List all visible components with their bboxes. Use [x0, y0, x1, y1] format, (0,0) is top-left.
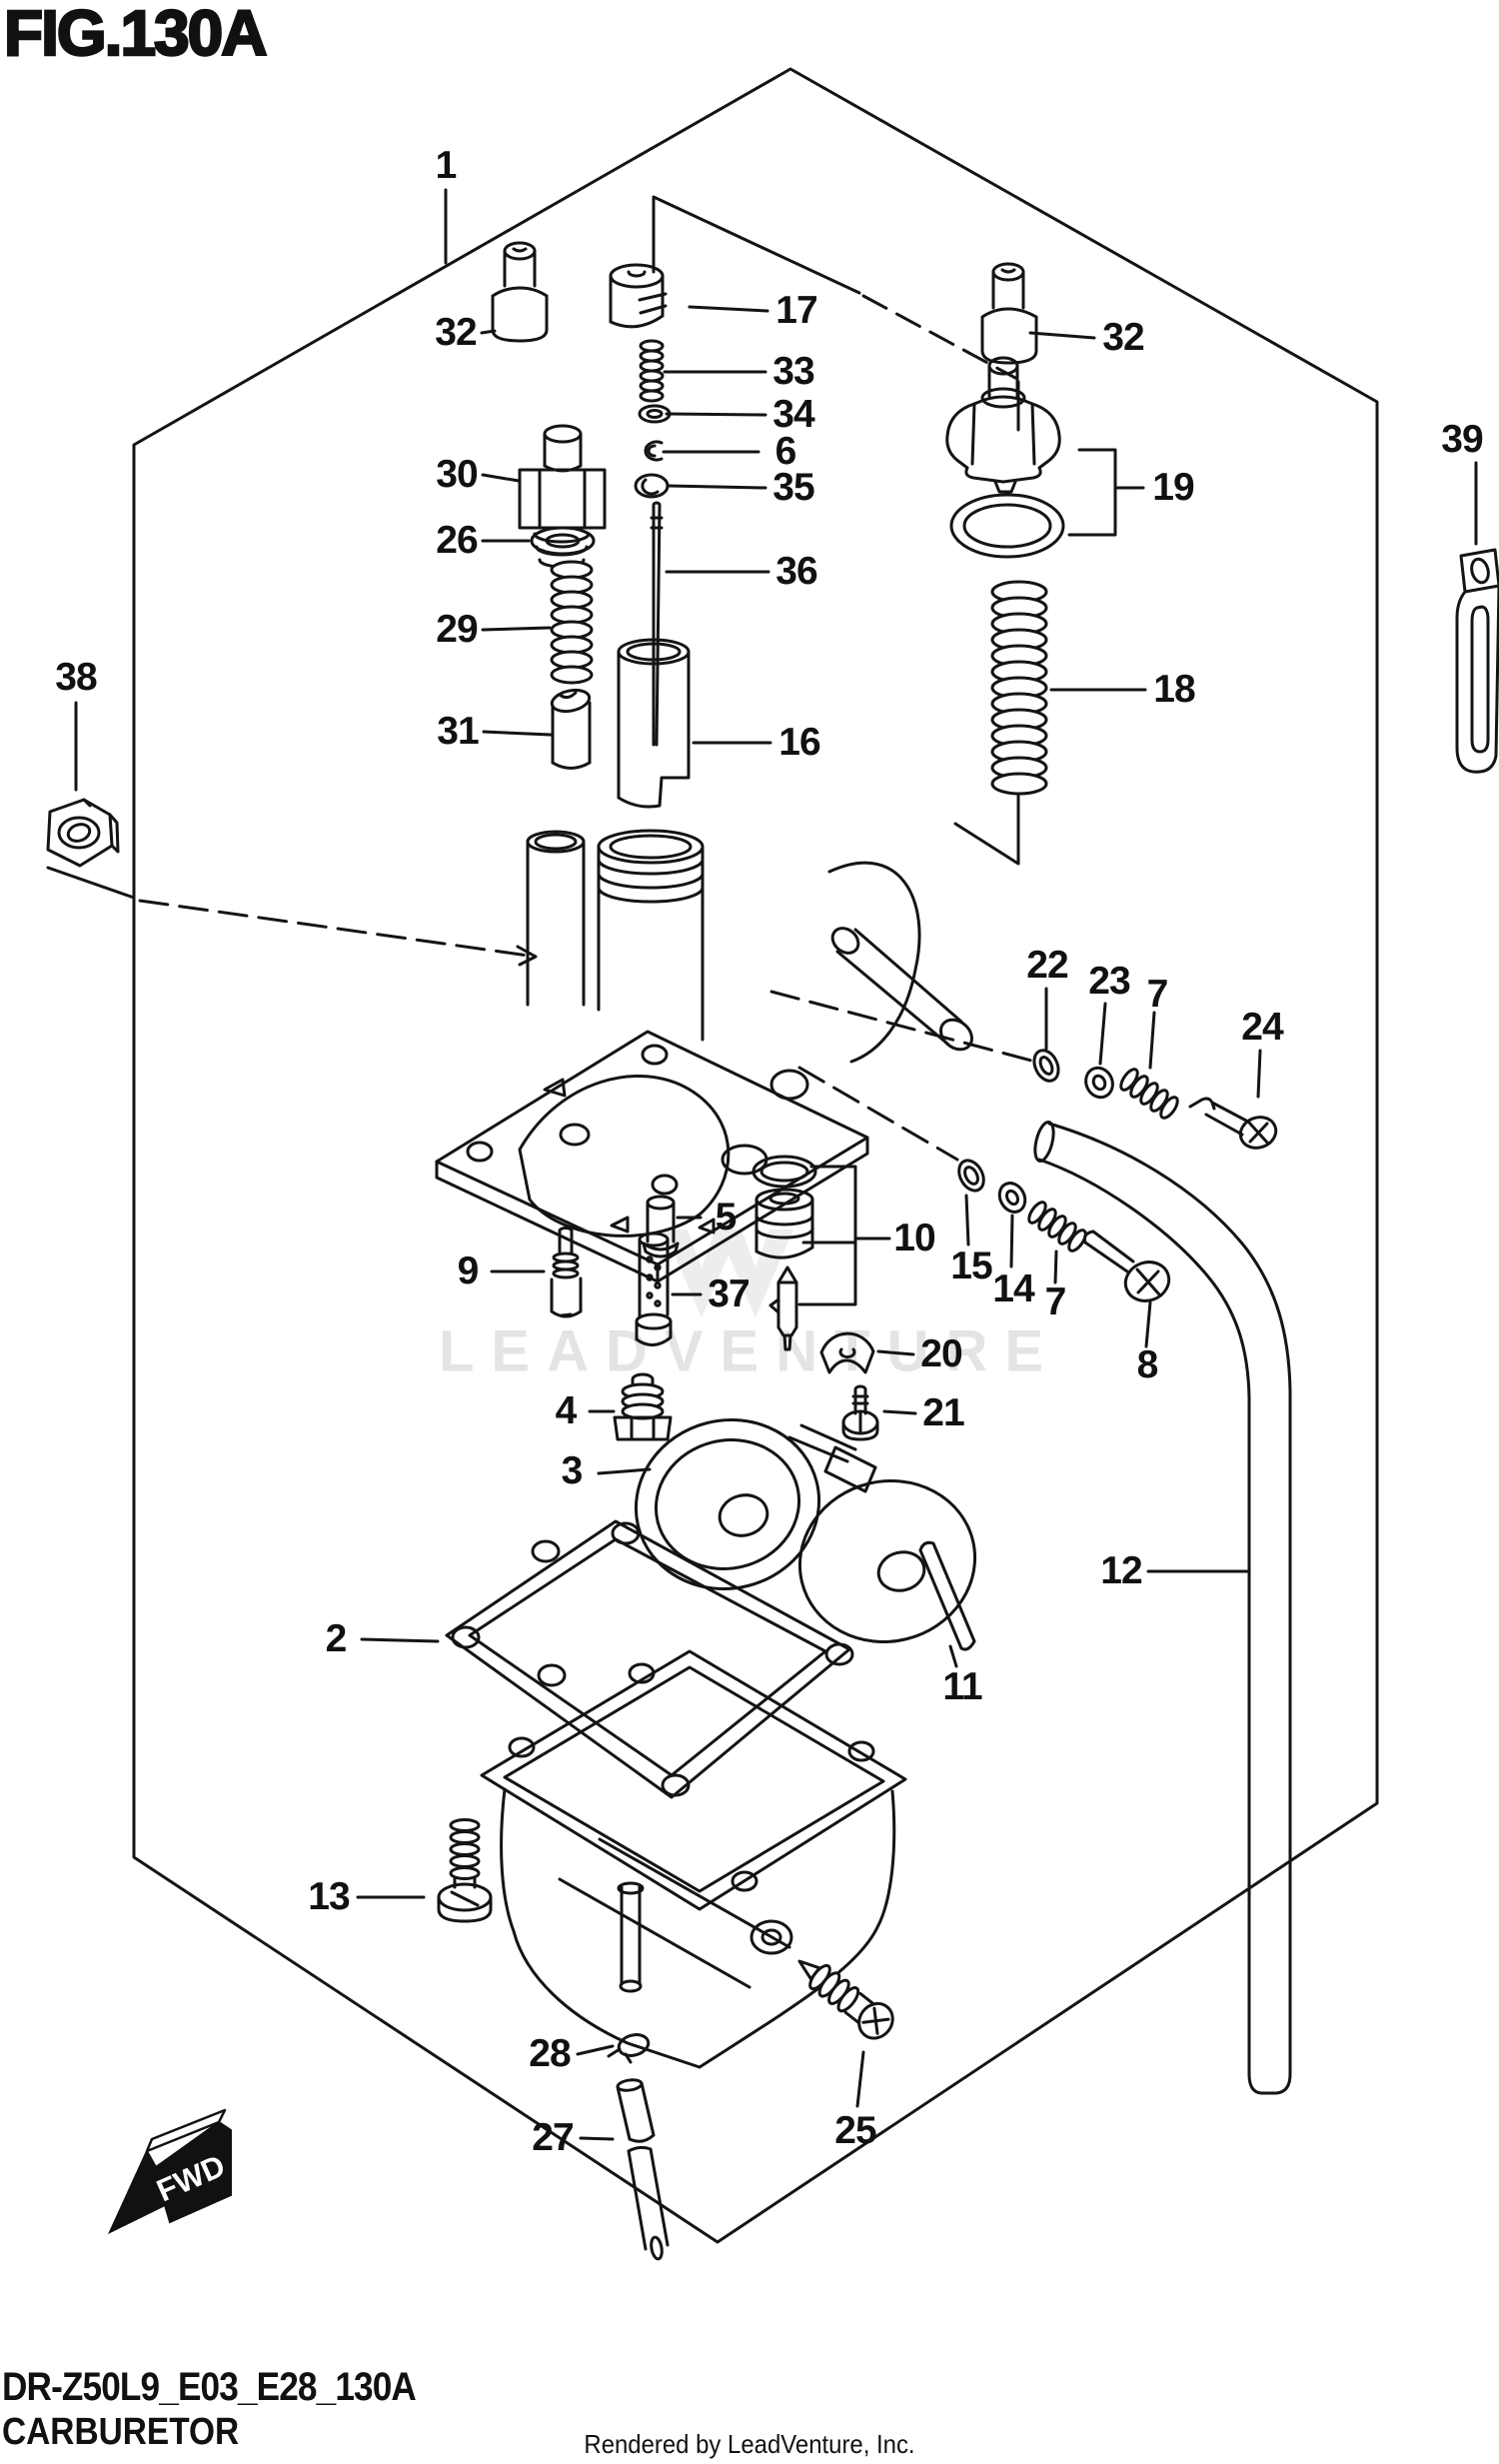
part-spring-29	[550, 560, 594, 685]
part-eclip-6	[644, 440, 664, 462]
part-label-37: 37	[708, 1272, 750, 1315]
part-washer-23	[1084, 1066, 1114, 1100]
assembly-leader-lines	[46, 866, 1037, 1162]
part-washer-14	[997, 1182, 1027, 1214]
part-float-bowl	[480, 1649, 907, 2069]
part-label-4: 4	[555, 1389, 578, 1432]
part-jet-needle-36	[650, 501, 664, 747]
part-drain-hose-27	[616, 2078, 670, 2261]
part-label-8: 8	[1136, 1343, 1159, 1386]
part-label-5: 5	[715, 1196, 738, 1238]
part-float-3	[634, 1418, 977, 1643]
part-spring-7a	[1119, 1068, 1179, 1120]
part-label-6: 6	[774, 430, 797, 473]
part-screw-13	[437, 1818, 493, 1923]
part-needle-valve-30	[518, 424, 607, 569]
part-float-clip-20	[819, 1331, 875, 1374]
part-label-1: 1	[435, 144, 458, 187]
part-label-18: 18	[1153, 668, 1195, 711]
part-cup-10	[754, 1188, 814, 1259]
part-label-38: 38	[55, 656, 97, 699]
part-label-20: 20	[920, 1332, 962, 1375]
part-screw-21	[841, 1384, 879, 1441]
part-nut-38	[46, 798, 120, 868]
part-jet-5	[642, 1195, 680, 1258]
part-washer-34	[638, 404, 672, 424]
part-holder-strap-39	[1455, 548, 1499, 774]
footer-part-name: CARBURETOR	[2, 2411, 240, 2453]
part-label-13: 13	[308, 1875, 350, 1918]
part-gasket-2	[445, 1519, 854, 1799]
part-cap-32-left	[491, 241, 549, 343]
part-plunger-31	[550, 688, 592, 770]
part-label-39: 39	[1441, 418, 1483, 461]
part-pilot-jet-9	[550, 1226, 583, 1318]
part-oring-15	[957, 1159, 985, 1193]
footer-credit: Rendered by LeadVenture, Inc.	[584, 2429, 915, 2459]
part-label-11: 11	[942, 1665, 982, 1708]
part-label-15: 15	[950, 1244, 992, 1287]
part-label-23: 23	[1088, 960, 1130, 1003]
part-air-screw-8	[1082, 1230, 1171, 1302]
part-label-22: 22	[1026, 944, 1068, 987]
part-label-3: 3	[561, 1449, 584, 1492]
part-needle-jet-37	[635, 1232, 673, 1346]
part-label-36: 36	[775, 550, 817, 593]
part-label-21: 21	[922, 1391, 964, 1434]
part-adjuster-knob-19	[945, 356, 1065, 559]
part-label-9: 9	[457, 1249, 480, 1292]
part-label-34: 34	[772, 393, 814, 436]
part-label-7: 7	[1146, 973, 1169, 1016]
footer-part-code: DR-Z50L9_E03_E28_130A	[2, 2365, 417, 2409]
part-label-12: 12	[1100, 1549, 1142, 1592]
part-label-19: 19	[1152, 466, 1194, 509]
part-label-31: 31	[437, 710, 479, 753]
part-label-16: 16	[778, 721, 820, 764]
part-label-32: 32	[1102, 316, 1144, 359]
part-throttle-stop-screw-24	[1188, 1097, 1278, 1150]
callout-leader-lines	[74, 188, 1478, 2141]
watermark-text: LEADVENTURE	[438, 1318, 1061, 1384]
part-label-29: 29	[436, 608, 478, 651]
watermark-logo-icon	[664, 1230, 793, 1317]
part-label-33: 33	[772, 350, 814, 393]
part-spring-18	[990, 580, 1048, 796]
part-label-27: 27	[532, 2116, 574, 2159]
part-float-needle-10	[768, 1265, 798, 1351]
part-label-35: 35	[772, 466, 814, 509]
part-oring-22	[1032, 1049, 1060, 1083]
part-throttle-slide-16	[617, 638, 691, 809]
part-cap-32-right	[980, 262, 1038, 365]
part-washer-26	[530, 526, 596, 556]
part-spring-33	[639, 339, 665, 403]
part-clip-28	[607, 2033, 651, 2064]
enclosure-outline	[132, 67, 1379, 2244]
part-drain-screw-25	[797, 1959, 894, 2040]
part-fuel-hose-12	[1033, 1120, 1292, 2095]
part-label-14: 14	[992, 1267, 1034, 1310]
part-throttle-clip-17	[609, 263, 668, 329]
part-float-pin-11	[918, 1540, 976, 1651]
part-ring-35	[634, 473, 670, 499]
fwd-arrow-icon: FWD	[107, 2108, 232, 2235]
figure-title: FIG.130A	[3, 0, 269, 70]
part-label-32: 32	[435, 311, 477, 354]
part-spring-7b	[1027, 1201, 1087, 1252]
part-label-26: 26	[436, 519, 478, 562]
part-main-jet-4	[613, 1372, 673, 1441]
part-label-30: 30	[436, 453, 478, 496]
part-label-10: 10	[893, 1217, 935, 1259]
part-label-24: 24	[1241, 1006, 1283, 1049]
part-label-25: 25	[834, 2109, 876, 2152]
part-label-17: 17	[775, 289, 817, 332]
carburetor-body	[435, 829, 973, 1283]
part-label-2: 2	[325, 1617, 348, 1660]
part-oring-10	[751, 1155, 817, 1189]
part-label-28: 28	[529, 2032, 571, 2075]
part-label-7: 7	[1044, 1280, 1067, 1323]
